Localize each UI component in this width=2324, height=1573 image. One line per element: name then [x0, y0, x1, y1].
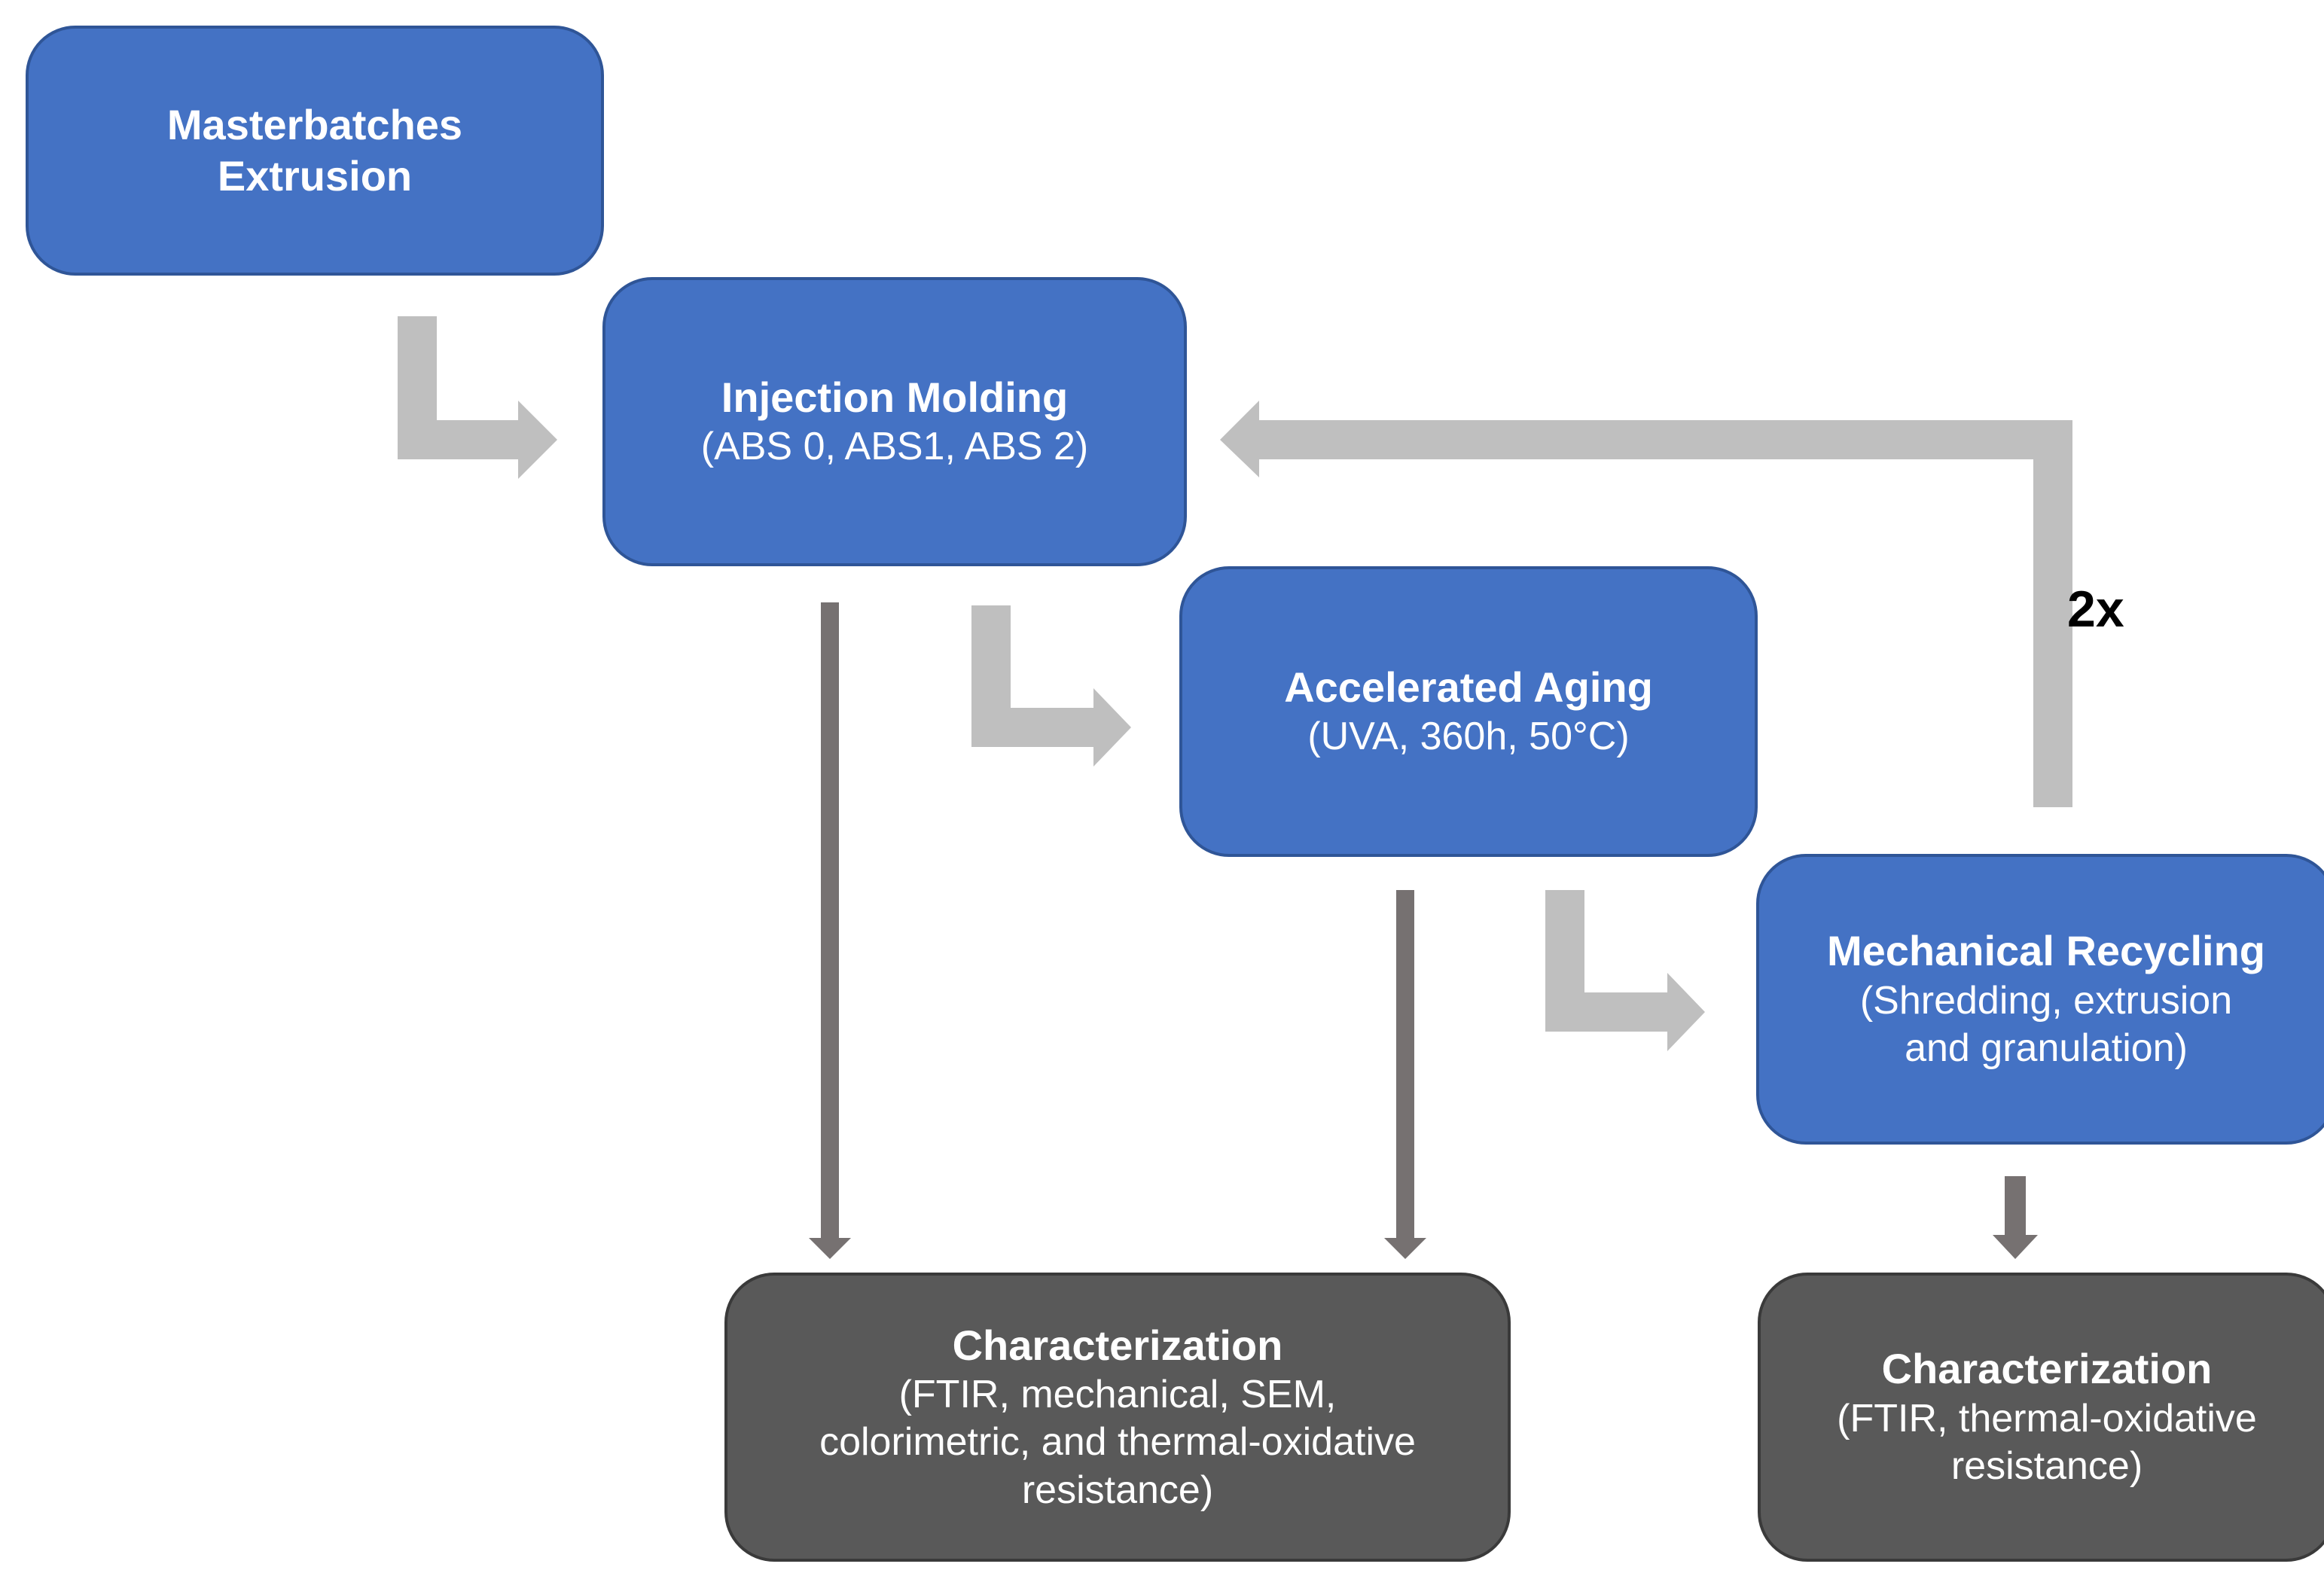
characterization-right-line2: resistance) — [1950, 1444, 2143, 1489]
injection-molding-subtitle: (ABS 0, ABS1, ABS 2) — [700, 425, 1089, 469]
arrow-aging-to-recycling — [1545, 890, 1705, 1051]
characterization-left-line3: resistance) — [1021, 1468, 1214, 1512]
injection-molding-box: Injection Molding (ABS 0, ABS1, ABS 2) — [602, 277, 1187, 566]
arrow-recycling-loop-to-molding — [1220, 401, 2072, 807]
arrow-molding-to-aging — [971, 605, 1131, 767]
mechanical-recycling-subtitle-line2: and granulation) — [1905, 1026, 2188, 1071]
arrow-aging-to-characterization — [1384, 890, 1426, 1259]
mechanical-recycling-subtitle-line1: (Shredding, extrusion — [1859, 978, 2233, 1023]
arrow-molding-to-characterization — [809, 602, 851, 1259]
accelerated-aging-title: Accelerated Aging — [1284, 663, 1653, 712]
masterbatches-title-line2: Extrusion — [217, 152, 413, 200]
characterization-right-title: Characterization — [1881, 1345, 2213, 1393]
injection-molding-title: Injection Molding — [721, 373, 1069, 422]
arrow-recycling-to-characterization — [1993, 1176, 2038, 1259]
characterization-left-box: Characterization (FTIR, mechanical, SEM,… — [724, 1273, 1511, 1562]
mechanical-recycling-box: Mechanical Recycling (Shredding, extrusi… — [1756, 854, 2324, 1145]
arrow-extrusion-to-molding — [398, 316, 557, 479]
loop-count-label: 2x — [2067, 581, 2124, 638]
characterization-right-box: Characterization (FTIR, thermal-oxidativ… — [1758, 1273, 2324, 1562]
mechanical-recycling-title: Mechanical Recycling — [1826, 927, 2265, 975]
masterbatches-extrusion-box: Masterbatches Extrusion — [26, 26, 604, 276]
characterization-left-line2: colorimetric, and thermal-oxidative — [819, 1420, 1416, 1465]
characterization-right-line1: (FTIR, thermal-oxidative — [1837, 1396, 2257, 1440]
masterbatches-title-line1: Masterbatches — [166, 100, 463, 148]
accelerated-aging-box: Accelerated Aging (UVA, 360h, 50°C) — [1179, 566, 1758, 857]
characterization-left-line1: (FTIR, mechanical, SEM, — [898, 1373, 1337, 1416]
characterization-left-title: Characterization — [952, 1321, 1283, 1369]
accelerated-aging-subtitle: (UVA, 360h, 50°C) — [1307, 715, 1630, 759]
